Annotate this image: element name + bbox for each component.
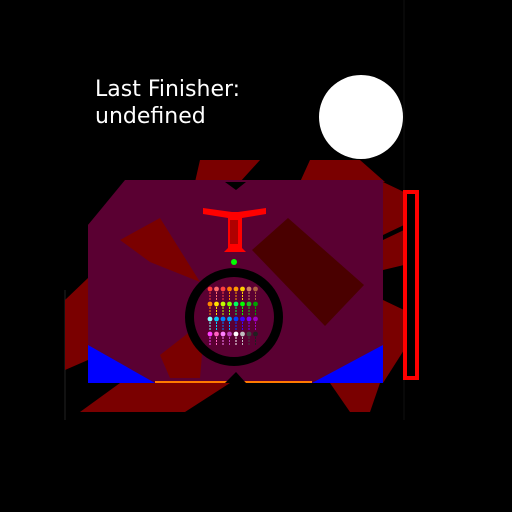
racer-pins [207,286,258,345]
racer-pin-head [220,331,226,337]
racer-pin-head [227,316,232,322]
racer-pin-head [207,331,213,337]
goal-dot-icon [231,259,237,265]
racer-pin-head [214,316,219,322]
racer-pin-head [207,316,213,322]
racer-pin-head [227,286,232,292]
racer-pin-head [220,286,226,292]
last-finisher-label: Last Finisher: [95,77,241,102]
racer-pin-head [240,331,245,337]
last-finisher-value: undefined [95,104,206,129]
moon-circle-icon [319,75,403,159]
racer-pin-head [253,331,258,337]
notch-top [225,182,246,190]
racer-pin-head [207,301,213,307]
racer-pin-head [246,286,252,292]
deco-shape-bottom-left [80,383,230,412]
racer-pin-head [220,316,226,322]
finish-ring-inner [194,277,274,357]
deco-shape-right-mid [383,230,404,270]
racer-pin-head [214,301,219,307]
racer-pin-head [246,331,252,337]
racer-pin-head [246,316,252,322]
racer-pin-head [240,316,245,322]
racer-pin-head [220,301,226,307]
last-finisher-status: Last Finisher: undefined [95,76,240,130]
racer-pin-head [253,316,258,322]
inner-shape-diamond [252,218,364,326]
corner-blue-left [88,345,155,383]
corner-blue-right [312,345,383,383]
racer-pin-head [214,286,219,292]
racer-pin-head [233,286,239,292]
deco-shape-left-mid [65,278,88,370]
racer-pin-head [233,331,239,337]
racer-pin-head [240,301,245,307]
deco-shape-right-upper [383,182,404,235]
racer-pin-head [207,286,213,292]
inner-shape-left [120,218,200,282]
racer-pin-head [227,331,232,337]
tee-marker-inner [230,220,238,244]
notch-bottom [225,372,246,383]
racer-pin-head [214,331,219,337]
racer-pin-head [240,286,245,292]
progress-bar-frame [403,190,419,380]
deco-shape-bottom-right [330,383,380,412]
racer-pin-head [233,301,239,307]
deco-shape-top-left [195,160,260,182]
racer-pin-head [253,301,258,307]
racer-pin-head [233,316,239,322]
deco-shape-right-lower [383,300,404,383]
deco-shape-top-right [300,160,385,182]
racer-pin-head [227,301,232,307]
racer-pin-head [253,286,258,292]
racer-pin-head [246,301,252,307]
